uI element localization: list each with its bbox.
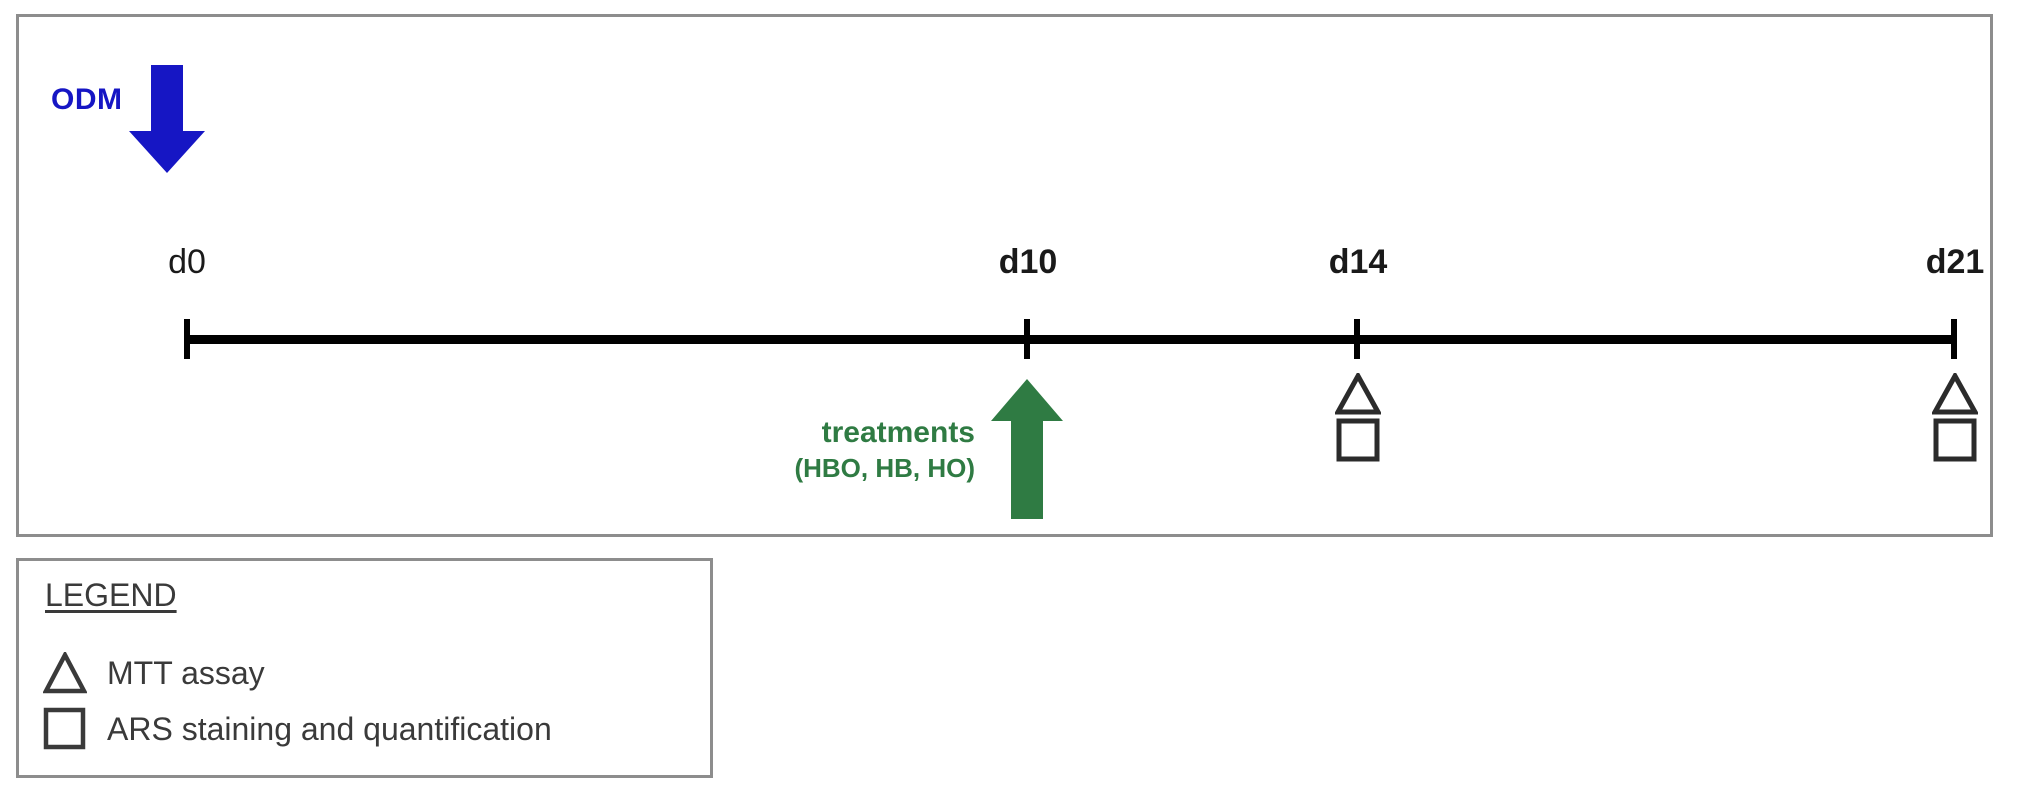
tick-d0 (184, 319, 190, 359)
legend-item-label: ARS staining and quantification (107, 710, 552, 747)
triangle-marker-icon (43, 652, 97, 694)
legend-title: LEGEND (45, 577, 177, 613)
square-marker-icon (1336, 418, 1380, 462)
assay-markers-d21 (1932, 373, 1978, 462)
day-label-d14: d14 (1328, 243, 1388, 281)
square-marker-icon (1933, 418, 1977, 462)
day-label-d10: d10 (998, 243, 1058, 281)
legend-item-label: MTT assay (107, 654, 265, 691)
legend-item-ars-staining: ARS staining and quantification (43, 701, 552, 757)
legend-item-mtt-assay: MTT assay (43, 645, 552, 701)
tick-d14 (1354, 319, 1360, 359)
tick-d21 (1951, 319, 1957, 359)
timeline-panel: ODM d0 d10 d14 d21 treatments (HBO, HB, … (16, 14, 1993, 537)
odm-label: ODM (51, 83, 123, 116)
treatments-label-line2: (HBO, HB, HO) (794, 453, 975, 483)
treatments-up-arrow-icon (987, 379, 1067, 519)
triangle-marker-icon (1335, 373, 1381, 415)
treatments-label: treatments (HBO, HB, HO) (719, 413, 975, 486)
triangle-marker-icon (1932, 373, 1978, 415)
odm-down-arrow-icon (125, 65, 209, 173)
tick-d10 (1024, 319, 1030, 359)
legend-panel: LEGEND MTT assay ARS staining and quanti… (16, 558, 713, 778)
legend-items: MTT assay ARS staining and quantificatio… (43, 645, 552, 757)
assay-markers-d14 (1335, 373, 1381, 462)
timeline-axis (187, 335, 1957, 344)
day-label-d0: d0 (168, 243, 206, 281)
treatments-label-line1: treatments (821, 416, 975, 449)
square-marker-icon (43, 707, 97, 751)
day-label-d21: d21 (1925, 243, 1985, 281)
